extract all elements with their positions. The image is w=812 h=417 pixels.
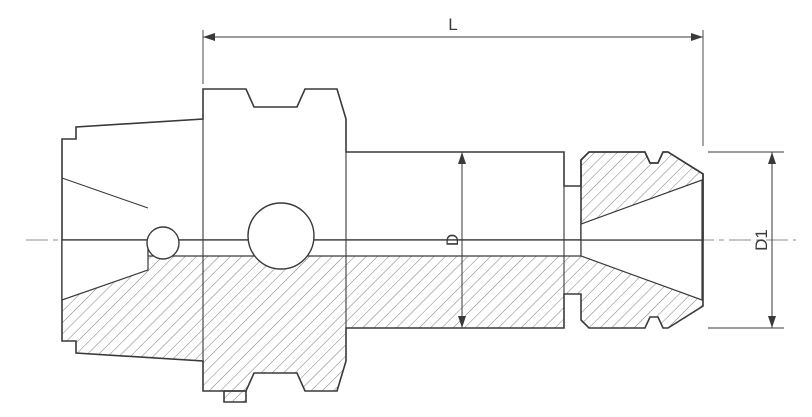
shank-inner-taper-edge xyxy=(61,177,149,209)
body-outline-group xyxy=(61,88,704,361)
diameter-d1-dimension-label: D1 xyxy=(752,229,771,251)
section-hatch-group xyxy=(61,151,704,403)
length-dimension-label: L xyxy=(448,15,457,34)
flange-bottom-notch xyxy=(223,390,247,403)
flange-clamp-hole xyxy=(247,202,315,270)
dimension-diameter-d-group: D xyxy=(443,152,466,328)
lower-section-profile xyxy=(61,239,704,392)
shank-taper-bore xyxy=(61,239,149,301)
collet-cone-upper xyxy=(580,179,703,241)
diameter-d-dimension-label: D xyxy=(443,234,462,246)
dimension-diameter-d1-group: D1 xyxy=(708,151,784,329)
shank-drive-hole xyxy=(146,226,180,260)
center-bore xyxy=(147,239,582,257)
dimension-length-group: L xyxy=(202,15,704,146)
detail-features-group xyxy=(61,177,315,270)
